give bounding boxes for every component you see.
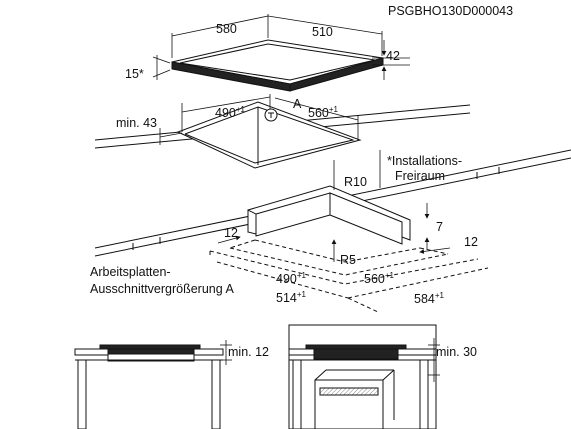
cutout-depth-label: 490+1 (215, 105, 246, 120)
dim-depth-label: 510 (312, 25, 333, 39)
detail-dim-584-label: 584+1 (414, 291, 445, 306)
dim-height-label: 42 (386, 49, 400, 63)
detail-caption-line1: Arbeitsplatten- (90, 265, 171, 279)
dim-angle-label: 15* (125, 67, 144, 81)
hob-plate (171, 39, 384, 92)
worktop-cutout (159, 94, 381, 188)
detail-dim-514-label: 514+1 (276, 290, 307, 305)
dim-width-label: 580 (216, 22, 237, 36)
detail-r10-label: R10 (344, 175, 367, 189)
detail-dim-12-right-label: 12 (464, 235, 478, 249)
detail-dim-560-label: 560+1 (364, 271, 395, 286)
section-left (74, 340, 232, 429)
min-clearance-label: min. 43 (116, 116, 157, 130)
section-left-min-label: min. 12 (228, 345, 269, 359)
document-code: PSGBHO130D000043 (388, 4, 513, 18)
worktop (94, 104, 571, 257)
note-line2: Freiraum (395, 169, 445, 183)
detail-dim-7-label: 7 (436, 220, 443, 234)
cutout-width-label: 560+1 (308, 105, 339, 120)
section-right-min-label: min. 30 (436, 345, 477, 359)
detail-marker-label: A (293, 97, 302, 111)
detail-corner (217, 160, 451, 262)
detail-dim-490-label: 490+1 (276, 271, 307, 286)
detail-r5-label: R5 (340, 253, 356, 267)
hob-dimensions (152, 14, 410, 80)
note-line1: *Installations- (387, 154, 462, 168)
detail-dashed-outline (209, 239, 489, 313)
detail-caption-line2: Ausschnittvergrößerung A (90, 282, 234, 296)
detail-dim-12-left-label: 12 (224, 226, 238, 240)
section-right (288, 324, 440, 429)
